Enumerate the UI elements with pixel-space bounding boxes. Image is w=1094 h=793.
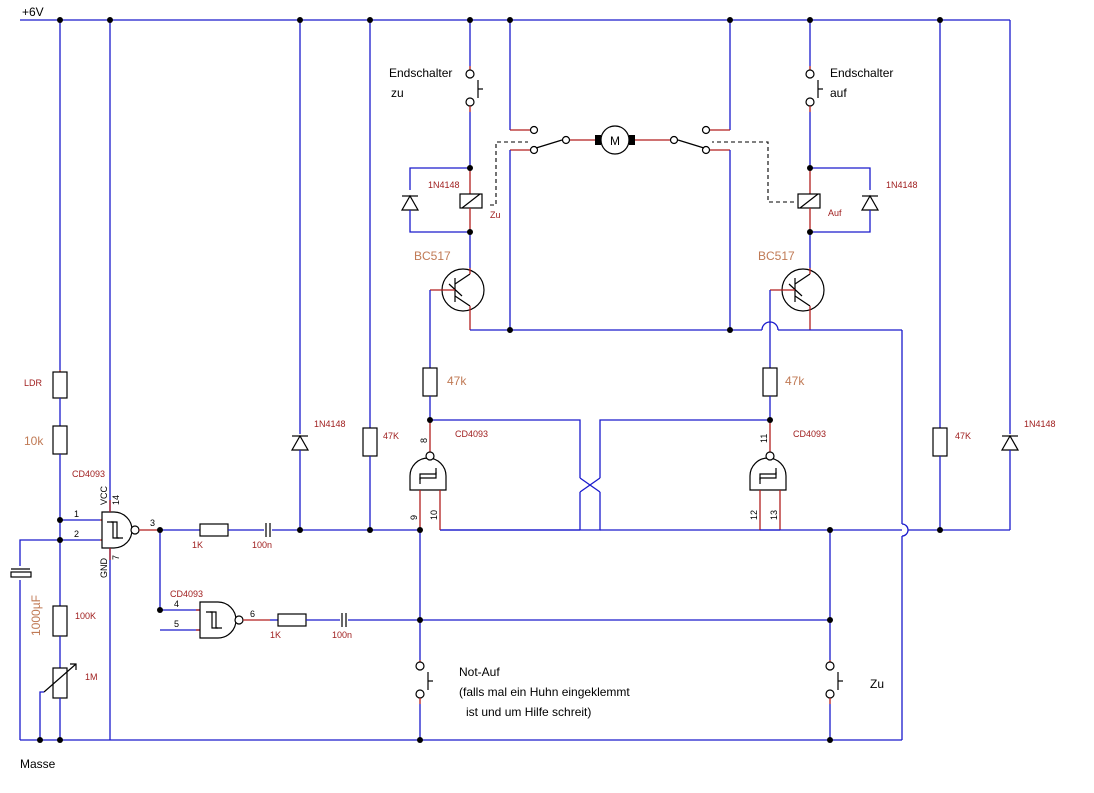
gate-2-schmitt-nand <box>196 601 270 639</box>
transistor-label-right: BC517 <box>758 249 795 263</box>
pin-8: 8 <box>419 438 429 443</box>
pin-3: 3 <box>150 518 155 528</box>
resistor-47k-base-left <box>422 367 438 460</box>
ic-label-gate2: CD4093 <box>170 589 203 599</box>
pin-11: 11 <box>759 434 769 443</box>
resistor-10k <box>52 425 68 455</box>
c100n-label-a: 100n <box>252 540 272 550</box>
relay-close <box>400 167 483 268</box>
pin-12: 12 <box>749 510 759 520</box>
c100n-label-b: 100n <box>332 630 352 640</box>
pin-13: 13 <box>769 510 779 520</box>
emitter-bus <box>470 321 909 740</box>
pushbutton-nets <box>419 529 902 660</box>
gate-1-schmitt-nand <box>60 500 160 560</box>
pin-9: 9 <box>409 515 419 520</box>
ic-label-gate3: CD4093 <box>455 429 488 439</box>
transistor-right <box>769 268 825 368</box>
diode-right <box>908 20 1020 531</box>
ldr <box>52 371 68 399</box>
ic-label-gate4: CD4093 <box>793 429 826 439</box>
motor-switches <box>509 20 731 330</box>
r1k-label-b: 1K <box>270 630 281 640</box>
limit-switch-open <box>805 20 823 168</box>
diode-label-left: 1N4148 <box>314 419 346 429</box>
r47k-label-right: 47k <box>785 374 805 388</box>
flipflop-crosslinks <box>430 419 780 531</box>
relay-label-close: Zu <box>490 210 501 220</box>
motor: M <box>595 125 635 155</box>
resistor-100k <box>52 605 68 637</box>
pin-4: 4 <box>174 599 179 609</box>
resistor-47k-right <box>932 20 948 530</box>
relay-open <box>797 167 880 268</box>
gate-2-output-net <box>270 613 830 627</box>
resistor-1k-b <box>277 613 307 627</box>
gnd-label: GND <box>99 558 109 579</box>
linkage-close <box>490 141 528 206</box>
pin-5: 5 <box>174 619 179 629</box>
vcc-label: VCC <box>99 485 109 505</box>
r47k-label-left: 47k <box>447 374 467 388</box>
pin-1: 1 <box>74 509 79 519</box>
ldr-divider <box>39 20 77 740</box>
diode-label-close: 1N4148 <box>428 180 460 190</box>
limit-close-label-1: Endschalter <box>389 66 452 80</box>
transistor-left <box>429 268 485 368</box>
pin-7: 7 <box>111 555 121 560</box>
motor-label: M <box>610 134 620 148</box>
limit-close-label-2: zu <box>391 86 404 100</box>
supply-label: +6V <box>22 5 44 19</box>
cap-label: 1000µF <box>29 595 43 636</box>
ground-label: Masse <box>20 757 56 771</box>
limit-open-label-2: auf <box>830 86 847 100</box>
junction-dots <box>37 17 943 743</box>
r1k-label-a: 1K <box>192 540 203 550</box>
limit-open-label-1: Endschalter <box>830 66 893 80</box>
limit-switch-close <box>465 20 483 168</box>
pin-6: 6 <box>250 609 255 619</box>
relay-label-open: Auf <box>828 208 842 218</box>
pin-14: 14 <box>111 495 121 505</box>
ldr-label: LDR <box>24 378 43 388</box>
pin-10: 10 <box>429 510 439 520</box>
r100k-label: 100K <box>75 611 96 621</box>
capacitor-1000uf <box>10 539 60 740</box>
btn-emergency-label-3: ist und um Hilfe schreit) <box>466 705 591 719</box>
gate-4-schmitt-nand <box>749 451 787 530</box>
diode-label-right: 1N4148 <box>1024 419 1056 429</box>
resistor-47k-left <box>362 20 378 530</box>
btn-emergency-label-2: (falls mal ein Huhn eingeklemmt <box>459 685 630 699</box>
linkage-open <box>712 141 794 203</box>
btn-close-label: Zu <box>870 677 884 691</box>
r10k-label: 10k <box>24 434 44 448</box>
pin-2: 2 <box>74 529 79 539</box>
ic-label-gate1: CD4093 <box>72 469 105 479</box>
btn-emergency-label-1: Not-Auf <box>459 665 500 679</box>
resistor-47k-base-right <box>762 367 778 460</box>
r47k-small-label-left: 47K <box>383 431 399 441</box>
close-button <box>825 660 843 740</box>
pot-label: 1M <box>85 672 98 682</box>
transistor-label-left: BC517 <box>414 249 451 263</box>
emergency-open-button <box>415 660 433 740</box>
diode-label-open: 1N4148 <box>886 180 918 190</box>
resistor-1k-a <box>199 523 229 537</box>
gate-3-schmitt-nand <box>409 451 447 530</box>
r47k-small-label-right: 47K <box>955 431 971 441</box>
diode-left <box>290 20 310 530</box>
